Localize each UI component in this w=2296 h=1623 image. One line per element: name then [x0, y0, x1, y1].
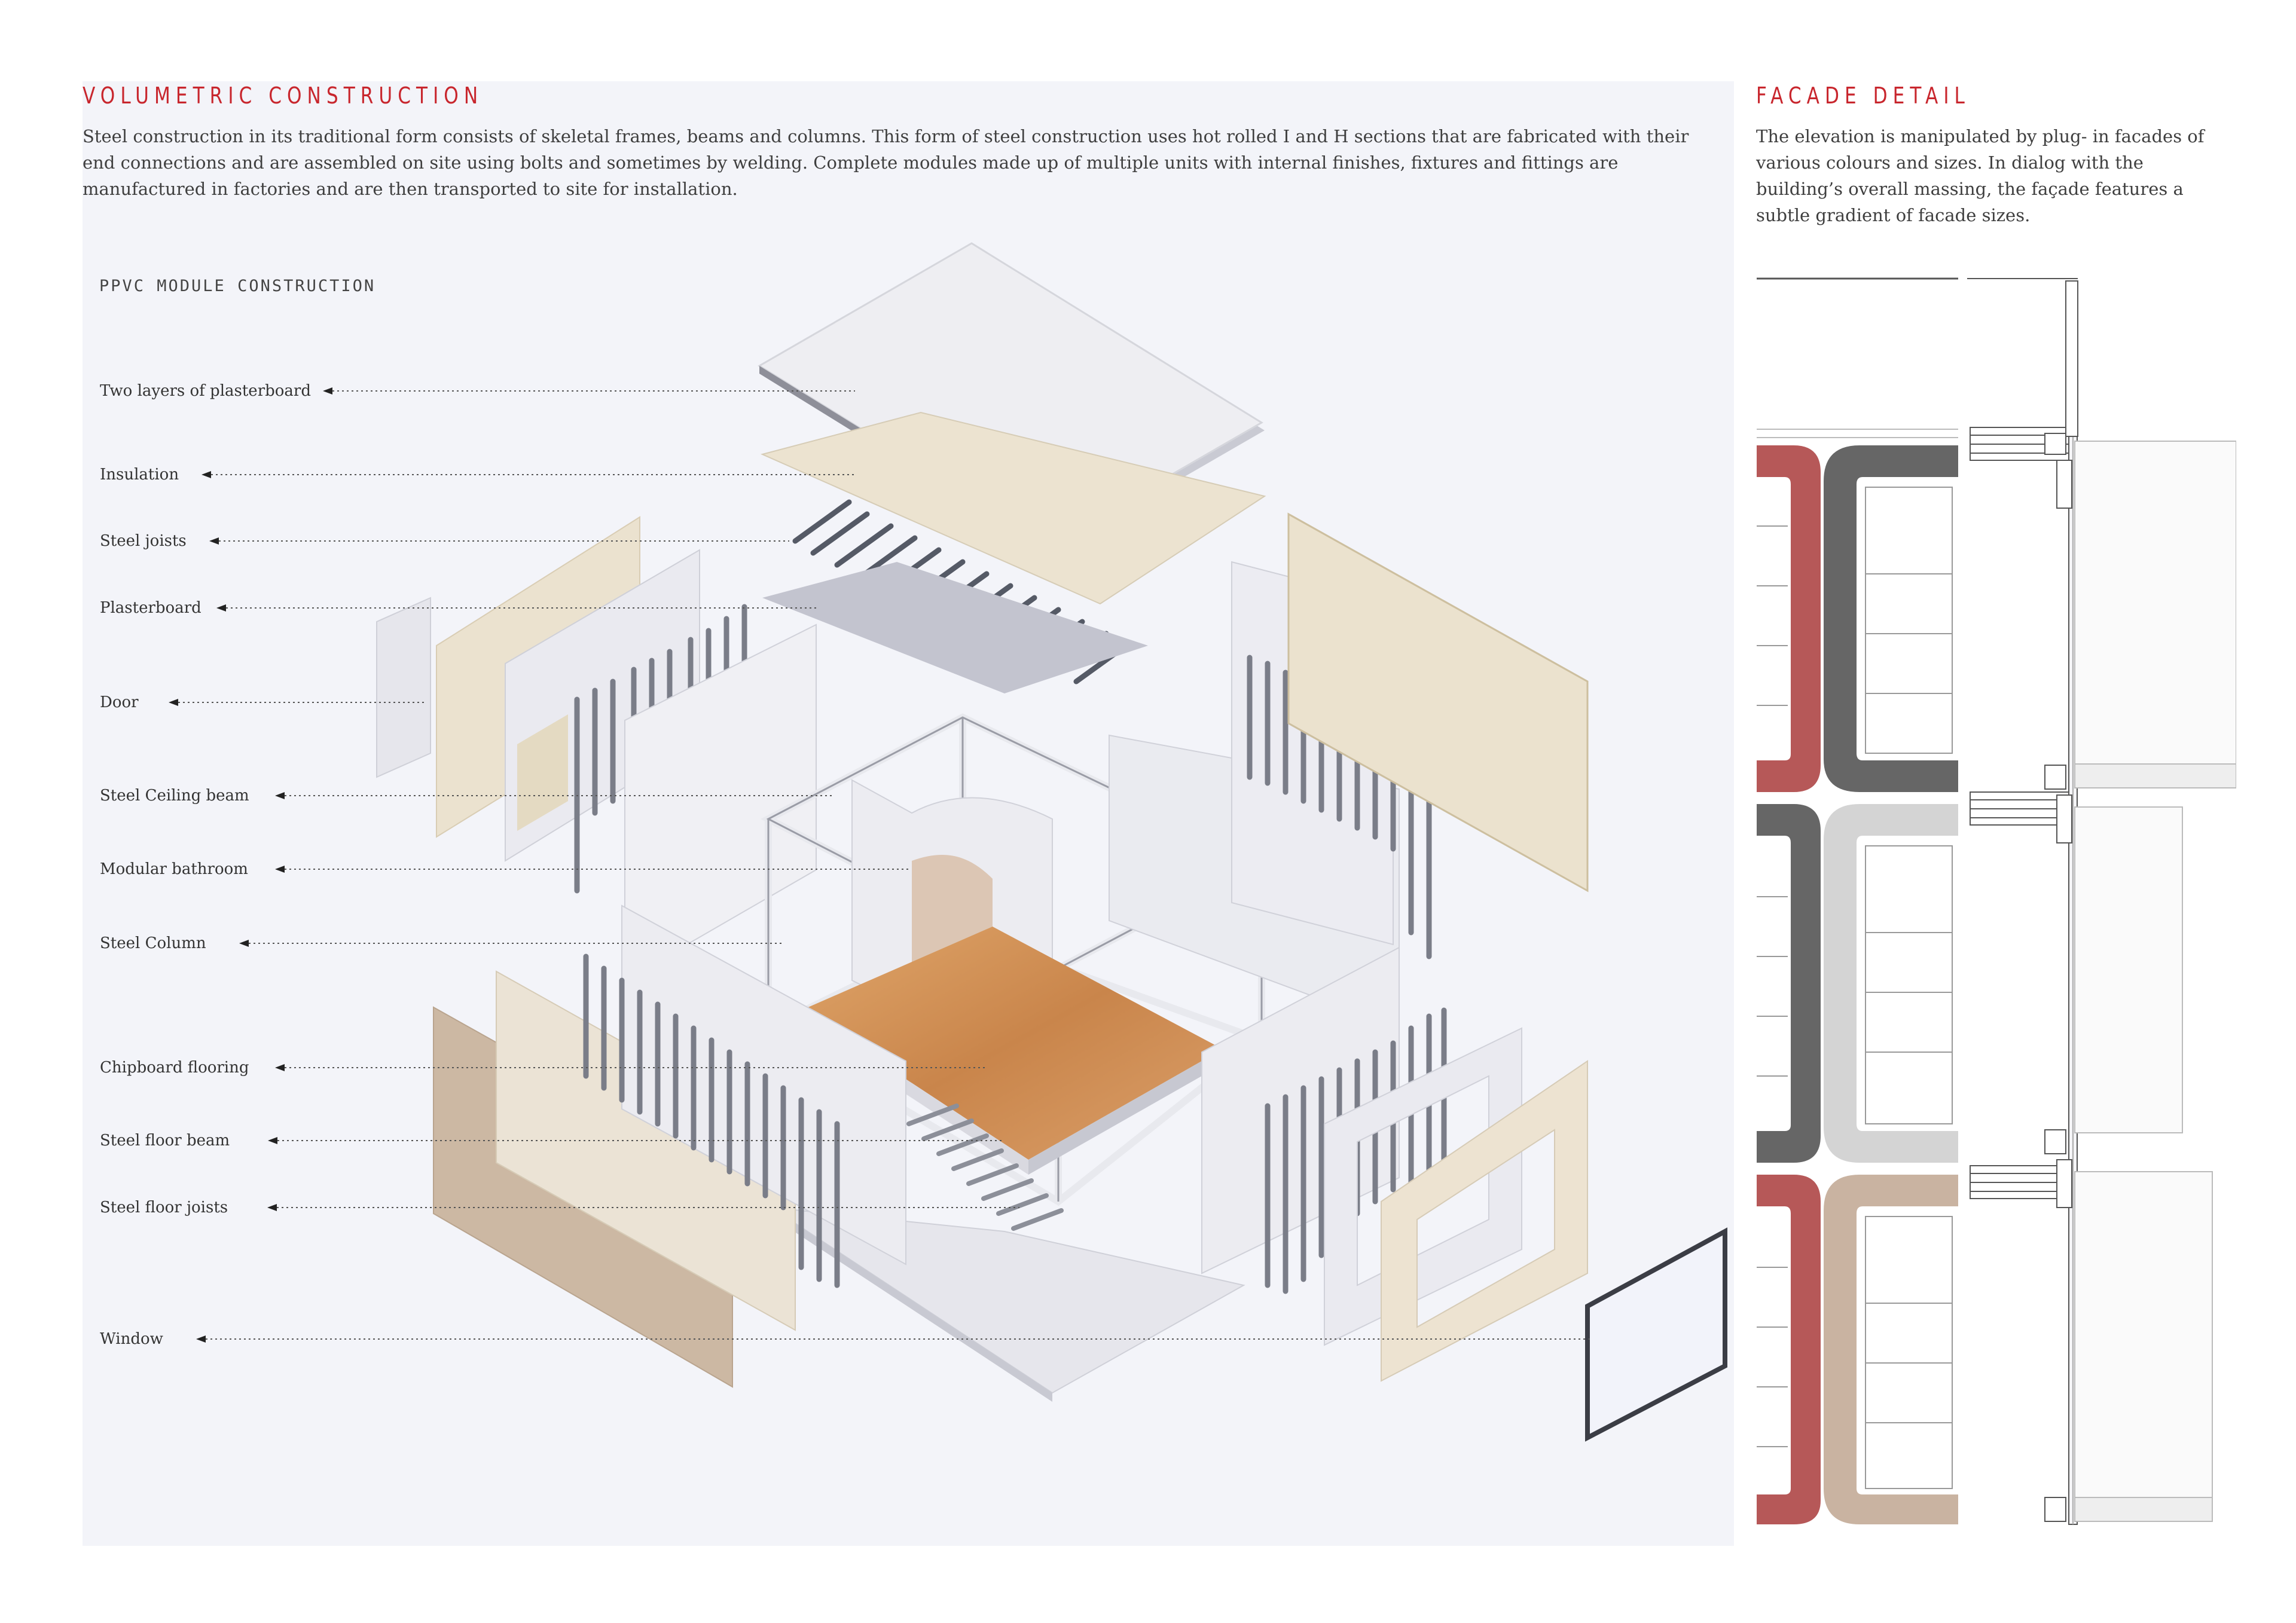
facade-heading: FACADE DETAIL	[1756, 82, 1970, 109]
callout-plasterboard: Plasterboard	[100, 599, 201, 617]
volumetric-heading: VOLUMETRIC CONSTRUCTION	[83, 82, 484, 109]
ceiling-plasterboard	[762, 562, 1148, 693]
callout-door: Door	[100, 693, 139, 711]
facade-elevation-and-section	[1757, 277, 2236, 1525]
ppvc-exploded-diagram	[169, 242, 1727, 1442]
diagram-title: PPVC MODULE CONSTRUCTION	[99, 277, 376, 295]
callout-steel-floor-joists: Steel floor joists	[100, 1199, 228, 1217]
facade-description: The elevation is manipulated by plug- in…	[1756, 126, 2205, 225]
callout-arrowheads	[169, 387, 332, 1343]
facade-section	[1967, 278, 2236, 1525]
right-outer-insulation	[1287, 512, 1589, 893]
callout-steel-ceiling-beam: Steel Ceiling beam	[100, 787, 249, 805]
chipboard-flooring	[801, 927, 1223, 1160]
callout-chipboard-flooring: Chipboard flooring	[100, 1059, 249, 1077]
volumetric-description: Steel construction in its traditional fo…	[83, 126, 1689, 199]
callout-leaders	[173, 390, 1590, 1340]
facade-elevation	[1757, 429, 1958, 1524]
insulation-layer	[760, 411, 1266, 605]
callout-steel-column: Steel Column	[100, 934, 206, 952]
callout-steel-joists: Steel joists	[100, 532, 187, 550]
floor-joists	[906, 1104, 1064, 1231]
callout-two-layers-plasterboard: Two layers of plasterboard	[100, 382, 311, 400]
callout-modular-bathroom: Modular bathroom	[100, 860, 248, 878]
callout-insulation: Insulation	[100, 466, 179, 484]
callout-steel-floor-beam: Steel floor beam	[100, 1132, 230, 1150]
front-right-cream-panel-with-opening	[1381, 1060, 1588, 1382]
left-wall-panels	[376, 516, 700, 862]
callout-window: Window	[100, 1330, 163, 1348]
front-right-plasterboard-with-opening	[1324, 1027, 1522, 1346]
window-unit	[1585, 1227, 1727, 1442]
front-left-studs	[583, 953, 840, 1288]
